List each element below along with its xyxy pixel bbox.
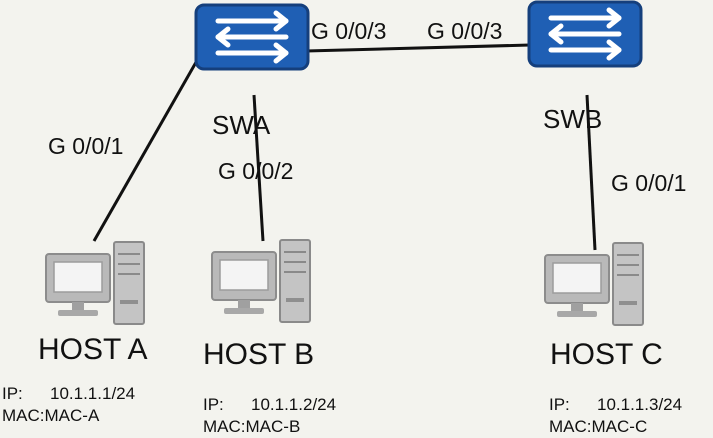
ip-value: 10.1.1.3/24 [597, 395, 683, 414]
ip-value: 10.1.1.2/24 [251, 395, 337, 414]
mac-value: MAC-B [245, 417, 301, 436]
port-label-swb-g001: G 0/0/1 [611, 170, 687, 196]
port-label-swb-g003: G 0/0/3 [427, 18, 503, 44]
link-swa-hostb [252, 94, 265, 242]
ip-value: 10.1.1.1/24 [50, 384, 136, 403]
link-swb-hostc [585, 94, 597, 251]
switch-icon[interactable] [529, 2, 641, 66]
ip-label: IP: [203, 395, 224, 414]
host-info-b: IP: 10.1.1.2/24 MAC:MAC-B [203, 394, 336, 438]
link-swa-hosta [92, 56, 201, 242]
link-swa-swb [305, 43, 531, 53]
mac-value: MAC-A [44, 406, 100, 425]
switch-icon[interactable] [196, 5, 308, 69]
host-name-c: HOST C [550, 338, 663, 371]
host-name-b: HOST B [203, 338, 315, 371]
mac-label: MAC: [2, 406, 45, 425]
port-label-swa-g002: G 0/0/2 [218, 158, 294, 184]
computer-icon[interactable] [544, 242, 644, 326]
mac-value: MAC-C [591, 417, 648, 436]
ip-label: IP: [549, 395, 570, 414]
port-label-swa-g001: G 0/0/1 [48, 133, 124, 159]
ip-label: IP: [2, 384, 23, 403]
host-info-a: IP: 10.1.1.1/24 MAC:MAC-A [2, 383, 135, 427]
mac-label: MAC: [549, 417, 592, 436]
computer-icon[interactable] [45, 241, 145, 325]
mac-label: MAC: [203, 417, 246, 436]
switch-name-swb: SWB [543, 104, 603, 134]
host-info-c: IP: 10.1.1.3/24 MAC:MAC-C [549, 394, 682, 438]
computer-icon[interactable] [211, 239, 311, 323]
switch-name-swa: SWA [212, 110, 271, 140]
port-label-swa-g003: G 0/0/3 [311, 18, 387, 44]
host-name-a: HOST A [38, 333, 148, 366]
